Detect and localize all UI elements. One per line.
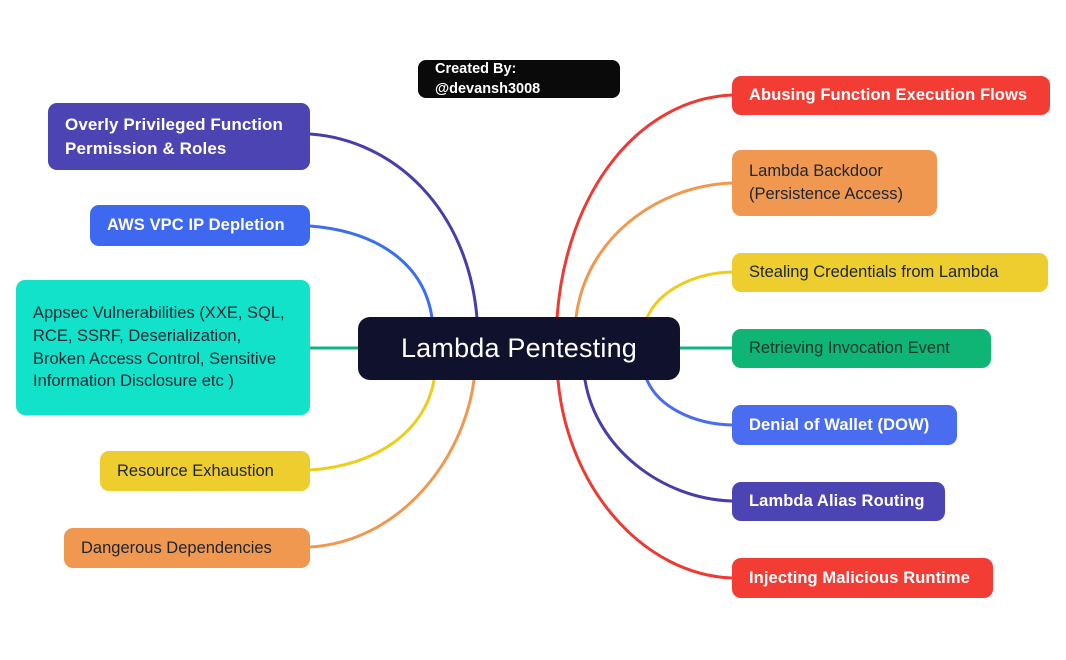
node-label: Stealing Credentials from Lambda	[749, 263, 999, 282]
edge-abusing-flows	[555, 93, 734, 320]
edge-resource-exhaustion	[308, 378, 436, 472]
node-label: Overly Privileged Function Permission & …	[65, 115, 283, 158]
node-label: Denial of Wallet (DOW)	[749, 415, 930, 434]
node-lambda-backdoor-persistence[interactable]: Lambda Backdoor (Persistence Access)	[732, 150, 937, 216]
node-appsec-vulnerabilities[interactable]: Appsec Vulnerabilities (XXE, SQL, RCE, S…	[16, 280, 310, 415]
node-overly-privileged-permissions[interactable]: Overly Privileged Function Permission & …	[48, 103, 310, 170]
node-injecting-malicious-runtime[interactable]: Injecting Malicious Runtime	[732, 558, 993, 598]
created-by-badge: Created By: @devansh3008	[418, 60, 620, 98]
created-by-label: Created By: @devansh3008	[435, 61, 541, 97]
node-label: Retrieving Invocation Event	[749, 339, 950, 358]
edge-denial-of-wallet	[645, 378, 734, 427]
edge-alias-routing	[583, 378, 734, 503]
node-dangerous-dependencies[interactable]: Dangerous Dependencies	[64, 528, 310, 568]
edge-stealing-credentials	[645, 270, 734, 320]
node-label: Resource Exhaustion	[117, 461, 274, 480]
node-label: Lambda Alias Routing	[749, 492, 925, 511]
edge-aws-vpc	[308, 224, 434, 320]
node-resource-exhaustion[interactable]: Resource Exhaustion	[100, 451, 310, 491]
node-abusing-function-execution-flows[interactable]: Abusing Function Execution Flows	[732, 76, 1050, 115]
node-lambda-alias-routing[interactable]: Lambda Alias Routing	[732, 482, 945, 521]
edge-overly-privileged	[308, 132, 479, 320]
center-node-label: Lambda Pentesting	[400, 332, 638, 363]
node-label: Dangerous Dependencies	[81, 538, 272, 557]
node-stealing-credentials-from-lambda[interactable]: Stealing Credentials from Lambda	[732, 253, 1048, 292]
edge-dangerous-dependencies	[308, 378, 476, 549]
node-label: Injecting Malicious Runtime	[749, 568, 970, 587]
node-aws-vpc-ip-depletion[interactable]: AWS VPC IP Depletion	[90, 205, 310, 246]
node-label: Appsec Vulnerabilities (XXE, SQL, RCE, S…	[33, 303, 285, 391]
edge-lambda-backdoor	[574, 181, 734, 320]
edge-injecting-runtime	[556, 378, 734, 580]
node-label: AWS VPC IP Depletion	[107, 216, 285, 235]
node-retrieving-invocation-event[interactable]: Retrieving Invocation Event	[732, 329, 991, 368]
node-label: Lambda Backdoor (Persistence Access)	[749, 162, 904, 203]
center-node-lambda-pentesting[interactable]: Lambda Pentesting	[358, 317, 680, 380]
node-denial-of-wallet[interactable]: Denial of Wallet (DOW)	[732, 405, 957, 445]
node-label: Abusing Function Execution Flows	[749, 86, 1028, 105]
